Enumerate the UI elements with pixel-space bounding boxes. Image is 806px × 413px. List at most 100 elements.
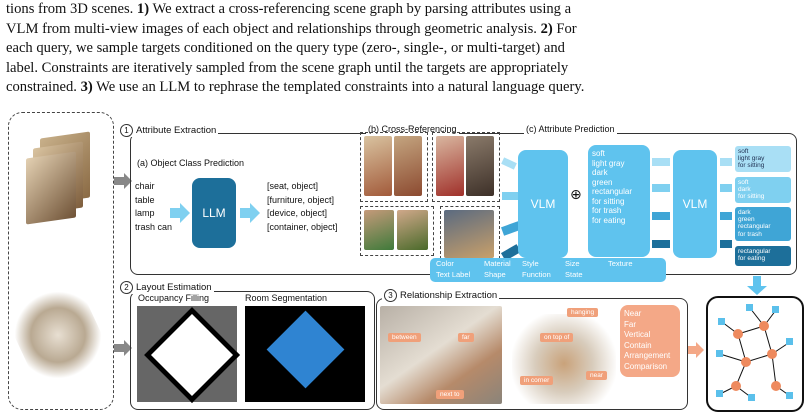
graph-leaf — [716, 350, 723, 357]
crossref-image — [364, 210, 394, 250]
flow-arrow — [747, 286, 767, 295]
result-item: green — [738, 216, 788, 223]
relation-type: Far — [624, 320, 676, 331]
result-item: for trash — [738, 231, 788, 238]
class-item: table — [135, 194, 172, 208]
attribute-item: soft — [592, 149, 646, 159]
graph-node — [771, 381, 781, 391]
relation-tag: in corner — [520, 376, 553, 385]
graph-node — [731, 381, 741, 391]
flow-arrow — [240, 208, 250, 218]
vlm-block-2: VLM — [673, 150, 717, 258]
result-box: soft light gray for sitting — [735, 146, 791, 172]
attribute-item: for eating — [592, 216, 646, 226]
flow-arrow — [652, 240, 670, 248]
result-item: rectangular — [738, 223, 788, 230]
llm-block: LLM — [192, 178, 236, 248]
graph-leaf — [772, 306, 779, 313]
crossref-image — [444, 210, 494, 258]
flow-arrow — [652, 212, 670, 220]
result-box: dark green rectangular for trash — [735, 207, 791, 241]
relation-type: Near — [624, 309, 676, 320]
attribute-type: Size — [565, 259, 580, 268]
section-title-text: Layout Estimation — [136, 282, 212, 293]
result-item: for eating — [738, 255, 788, 262]
graph-node — [767, 349, 777, 359]
crossref-image — [466, 136, 494, 196]
attribute-type: Color — [436, 259, 454, 268]
relation-type: Contain — [624, 341, 676, 352]
relation-type: Arrangement — [624, 351, 676, 362]
flow-arrow — [753, 276, 761, 286]
attribute-item: for sitting — [592, 197, 646, 207]
result-item: soft — [738, 148, 788, 155]
result-item: for sitting — [738, 162, 788, 169]
graph-leaf — [748, 394, 755, 401]
result-item: for sitting — [738, 193, 788, 200]
occupancy-label: Occupancy Filling — [138, 293, 209, 303]
attribute-type: Shape — [484, 270, 506, 279]
subsection-title: (a) Object Class Prediction — [137, 158, 244, 168]
segmentation-label: Room Segmentation — [245, 293, 327, 303]
relation-tag: between — [388, 333, 421, 342]
output-item: [furniture, object] — [267, 194, 338, 208]
flow-arrow — [688, 346, 696, 354]
class-item: chair — [135, 180, 172, 194]
vlm-label: VLM — [683, 197, 708, 211]
attribute-type: Style — [522, 259, 539, 268]
relation-scene — [512, 314, 616, 404]
step-number: 1 — [120, 124, 133, 137]
flow-arrow — [652, 184, 670, 192]
section-title-text: Attribute Extraction — [136, 125, 216, 136]
flow-arrow — [114, 177, 124, 185]
crossref-image — [397, 210, 428, 250]
flow-arrow — [720, 184, 732, 192]
vlm-label: VLM — [531, 197, 556, 211]
flow-arrow — [696, 342, 704, 358]
relation-tag: far — [458, 333, 474, 342]
graph-node — [733, 329, 743, 339]
relation-tag: near — [586, 371, 607, 380]
result-item: dark — [738, 209, 788, 216]
crossref-image — [364, 136, 392, 196]
relation-types: Near Far Vertical Contain Arrangement Co… — [620, 305, 680, 377]
result-item: dark — [738, 186, 788, 193]
class-item: trash can — [135, 221, 172, 235]
class-item: lamp — [135, 207, 172, 221]
result-item: light gray — [738, 155, 788, 162]
relation-tag: hanging — [567, 308, 598, 317]
graph-leaf — [786, 392, 793, 399]
attribute-type: Material — [484, 259, 511, 268]
step-number: 3 — [384, 289, 397, 302]
result-box: rectangular for eating — [735, 246, 791, 266]
step-number: 2 — [120, 281, 133, 294]
graph-node — [741, 357, 751, 367]
attribute-item: dark — [592, 168, 646, 178]
graph-node — [759, 321, 769, 331]
flow-arrow — [170, 208, 180, 218]
graph-leaf — [716, 390, 723, 397]
class-list: chair table lamp trash can — [135, 180, 172, 234]
result-item: soft — [738, 179, 788, 186]
vlm-block: VLM — [518, 150, 568, 258]
attribute-item: for trash — [592, 206, 646, 216]
relation-tag: on top of — [540, 333, 573, 342]
crossref-image — [394, 136, 422, 196]
attribute-list: soft light gray dark green rectangular f… — [588, 145, 650, 257]
llm-label: LLM — [202, 206, 225, 220]
result-box: soft dark for sitting — [735, 177, 791, 203]
graph-leaf — [718, 318, 725, 325]
attribute-item: light gray — [592, 159, 646, 169]
scene-graph — [706, 296, 800, 408]
subsection-title: (c) Attribute Prediction — [524, 124, 617, 134]
attribute-type: State — [565, 270, 583, 279]
flow-arrow — [114, 344, 124, 352]
flow-arrow — [180, 203, 190, 223]
flow-arrow — [652, 158, 670, 166]
relation-tag: next to — [436, 390, 464, 399]
graph-leaf — [786, 338, 793, 345]
output-item: [container, object] — [267, 221, 338, 235]
result-item: rectangular — [738, 248, 788, 255]
